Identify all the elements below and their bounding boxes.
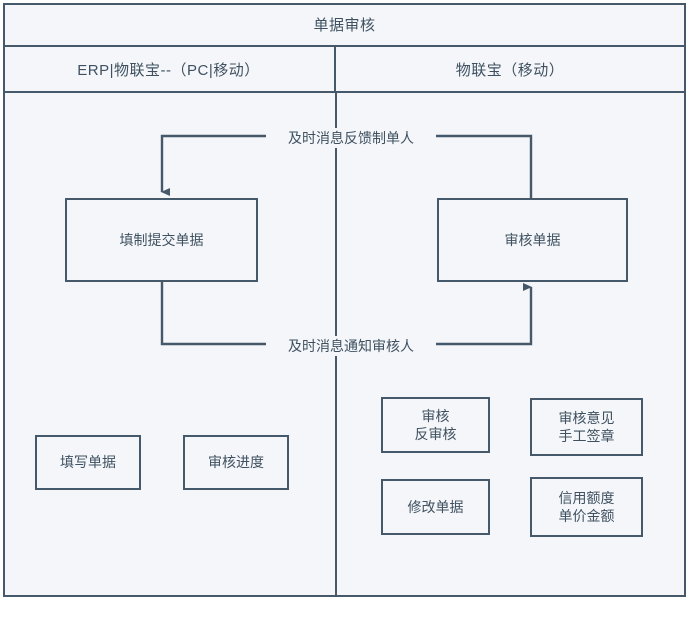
node-credit-limit-amount[interactable]: 信用额度 单价金额 (530, 477, 643, 537)
node-review-unreview[interactable]: 审核 反审核 (381, 397, 490, 453)
node-modify-doc[interactable]: 修改单据 (381, 479, 490, 535)
node-review-doc[interactable]: 审核单据 (437, 198, 628, 282)
lane-header-row: ERP|物联宝--（PC|移动） 物联宝（移动） (3, 47, 686, 93)
node-review-progress[interactable]: 审核进度 (183, 435, 289, 490)
edge-label-feedback-to-creator: 及时消息反馈制单人 (266, 128, 436, 148)
edge-label-notify-reviewer: 及时消息通知审核人 (266, 336, 436, 356)
node-review-opinion-sign[interactable]: 审核意见 手工签章 (530, 398, 643, 456)
lane-header-erp: ERP|物联宝--（PC|移动） (3, 47, 336, 91)
diagram-title: 单据审核 (3, 3, 686, 47)
node-fill-submit-doc[interactable]: 填制提交单据 (65, 198, 258, 282)
lane-header-mobile: 物联宝（移动） (455, 61, 565, 79)
node-write-doc[interactable]: 填写单据 (35, 435, 141, 490)
